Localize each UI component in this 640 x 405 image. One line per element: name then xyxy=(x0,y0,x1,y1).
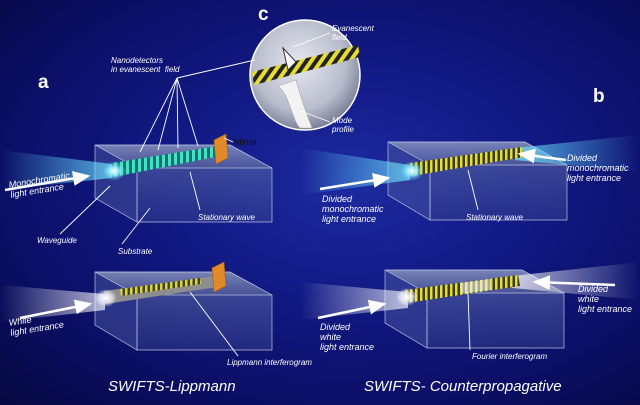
waveguide-label: Waveguide xyxy=(37,236,77,245)
evanescent-field-label: Evanescent field xyxy=(332,24,374,42)
panel-label-b: b xyxy=(593,86,605,107)
nanodetectors-label: Nanodetectors in evanescent field xyxy=(111,56,180,74)
stationary-wave-a-label: Stationary wave xyxy=(198,213,255,222)
title-lippmann: SWIFTS-Lippmann xyxy=(108,378,236,395)
divided-mono-left-label: Divided monochromatic light entrance xyxy=(322,194,384,224)
title-counterpropagative: SWIFTS- Counterpropagative xyxy=(364,378,562,395)
stationary-wave-b-label: Stationary wave xyxy=(466,213,523,222)
box-b-top xyxy=(300,135,640,221)
panel-label-a: a xyxy=(38,72,49,93)
leader-lines xyxy=(59,32,479,357)
lippmann-interferogram-label: Lippmann interferogram xyxy=(227,358,312,367)
fourier-interferogram-label: Fourier interferogram xyxy=(472,352,548,361)
mode-profile-label: Mode profile xyxy=(332,116,354,134)
substrate-label: Substrate xyxy=(118,247,153,256)
inset-c xyxy=(249,19,361,131)
divided-white-right-label: Divided white light entrance xyxy=(578,284,633,314)
divided-white-left-label: Divided white light entrance xyxy=(320,322,375,352)
box-a-bottom xyxy=(0,261,273,351)
box-a-top xyxy=(0,133,273,223)
entrance-arrows xyxy=(4,148,616,320)
panel-label-c: c xyxy=(258,4,269,25)
divided-mono-right-label: Divided monochromatic light entrance xyxy=(567,153,629,183)
mirror-label: Mirror xyxy=(234,137,258,147)
